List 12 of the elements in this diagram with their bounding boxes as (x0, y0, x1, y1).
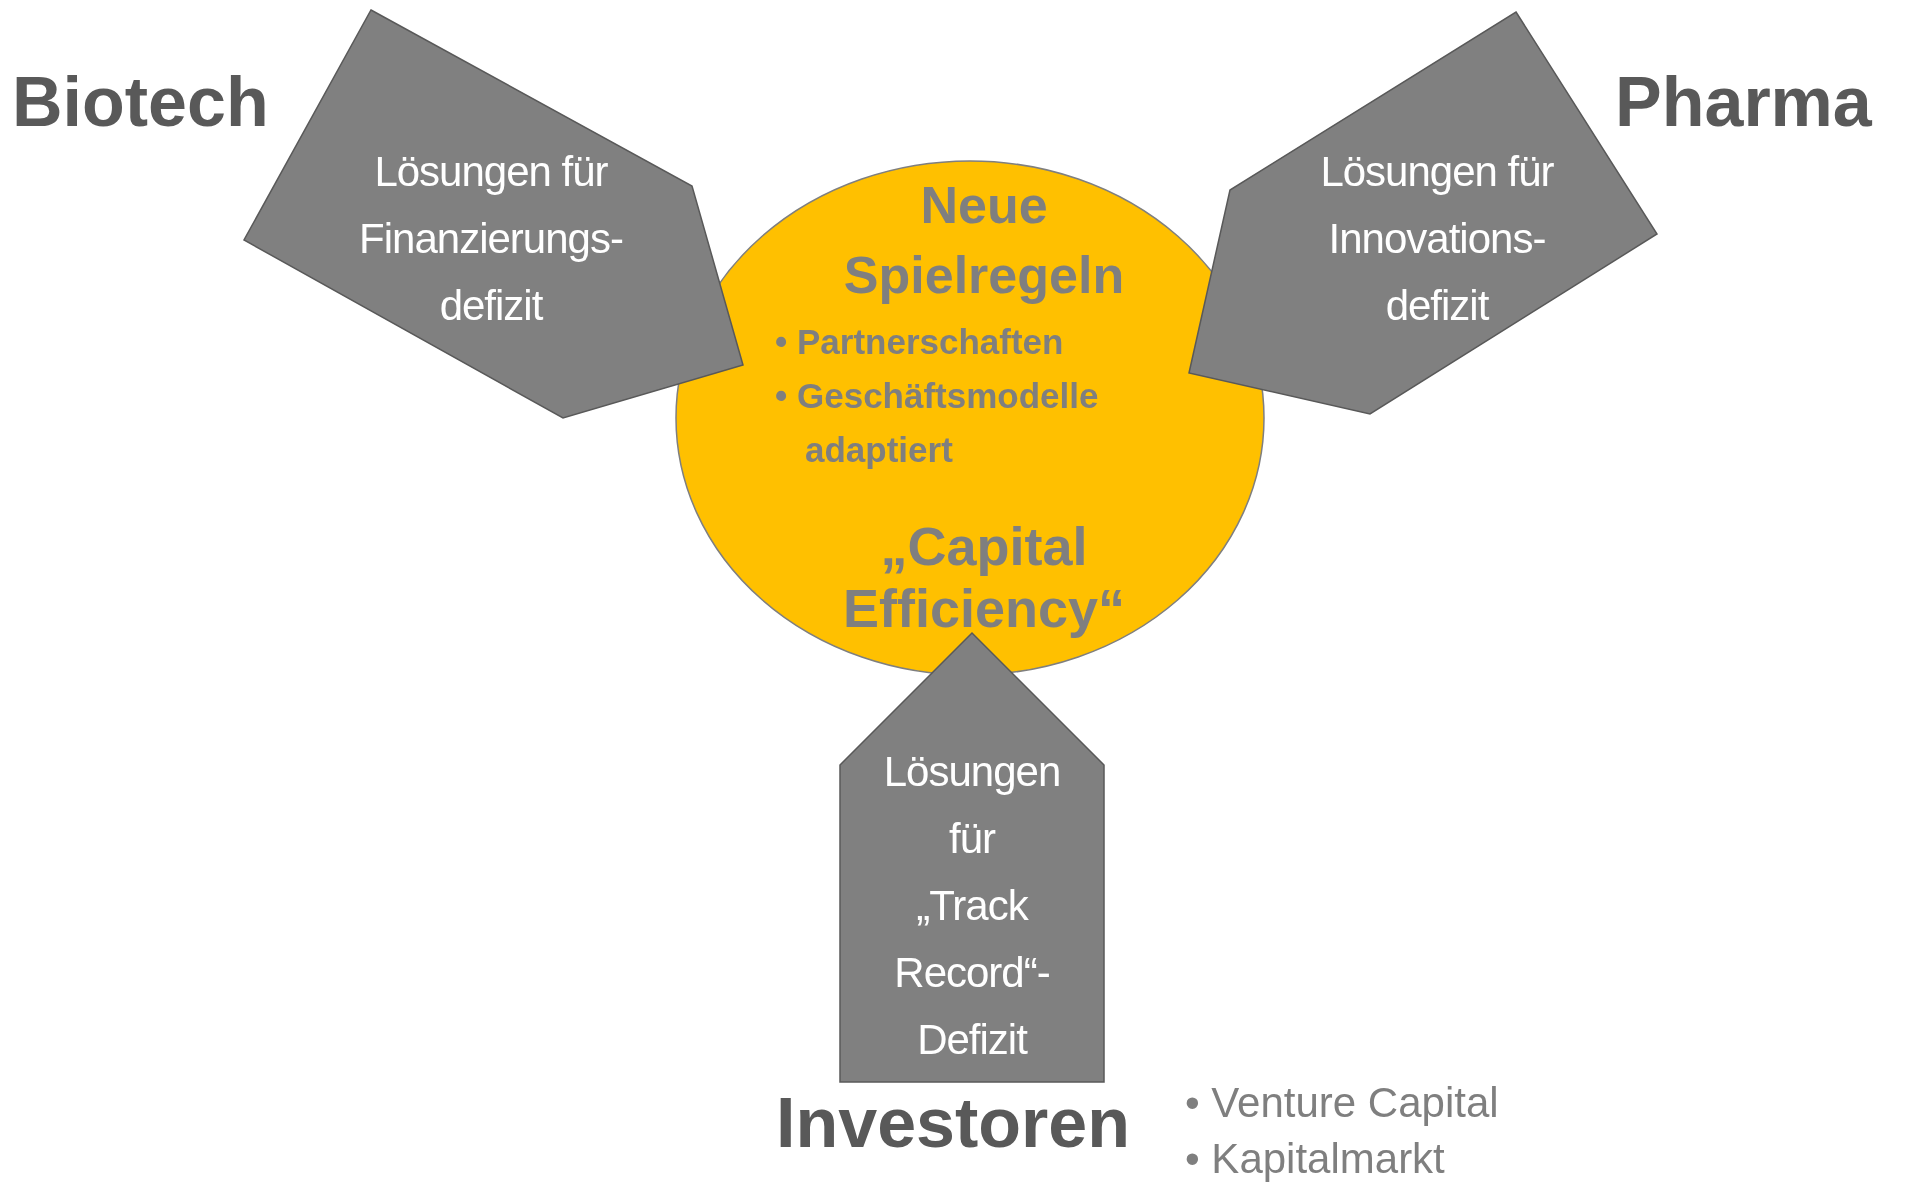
heading: Neue Spielregeln (842, 175, 1126, 307)
group-label: Pharma (1615, 62, 1872, 142)
arrow-text: Lösungen für Innovations- defizit (1319, 146, 1555, 331)
bullet-item: • Geschäftsmodelle adaptiert (775, 375, 1100, 471)
heading: „Capital Efficiency“ (841, 515, 1127, 640)
group-label: Biotech (12, 62, 269, 142)
arrow-text: Lösungen für Finanzierungs- defizit (358, 146, 624, 331)
bullet-item: • Kapitalmarkt (1185, 1134, 1446, 1184)
arrow-text: Lösungen für „Track Record“- Defizit (883, 746, 1061, 1065)
group-label: Investoren (776, 1083, 1130, 1163)
bullet-item: • Venture Capital (1185, 1078, 1499, 1128)
bullet-item: • Partnerschaften (775, 321, 1065, 363)
